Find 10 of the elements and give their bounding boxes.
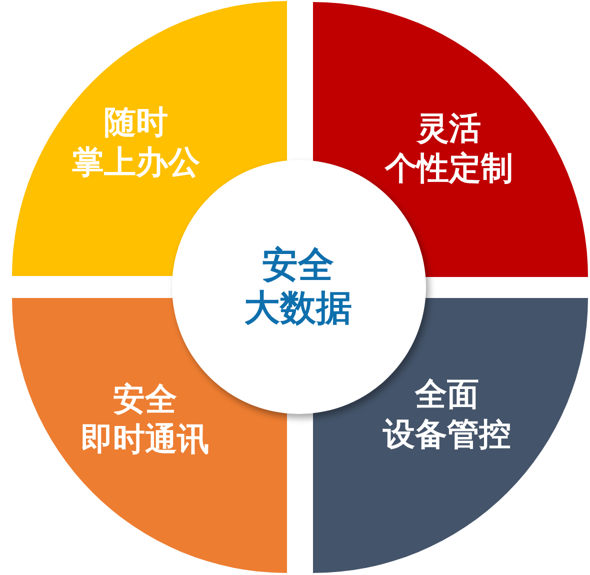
sector-label: 即时通讯 — [81, 419, 209, 459]
sector-label: 个性定制 — [385, 148, 513, 188]
center-label: 大数据 — [244, 287, 352, 330]
sector-heading: 安全 — [113, 379, 177, 419]
sector-heading: 灵活 — [417, 108, 481, 148]
sector-heading: 随时 — [104, 102, 168, 142]
sector-label: 掌上办公 — [72, 142, 200, 182]
sector-heading: 全面 — [415, 374, 479, 414]
center-heading: 安全 — [262, 244, 334, 287]
sector-label: 设备管控 — [383, 414, 511, 454]
